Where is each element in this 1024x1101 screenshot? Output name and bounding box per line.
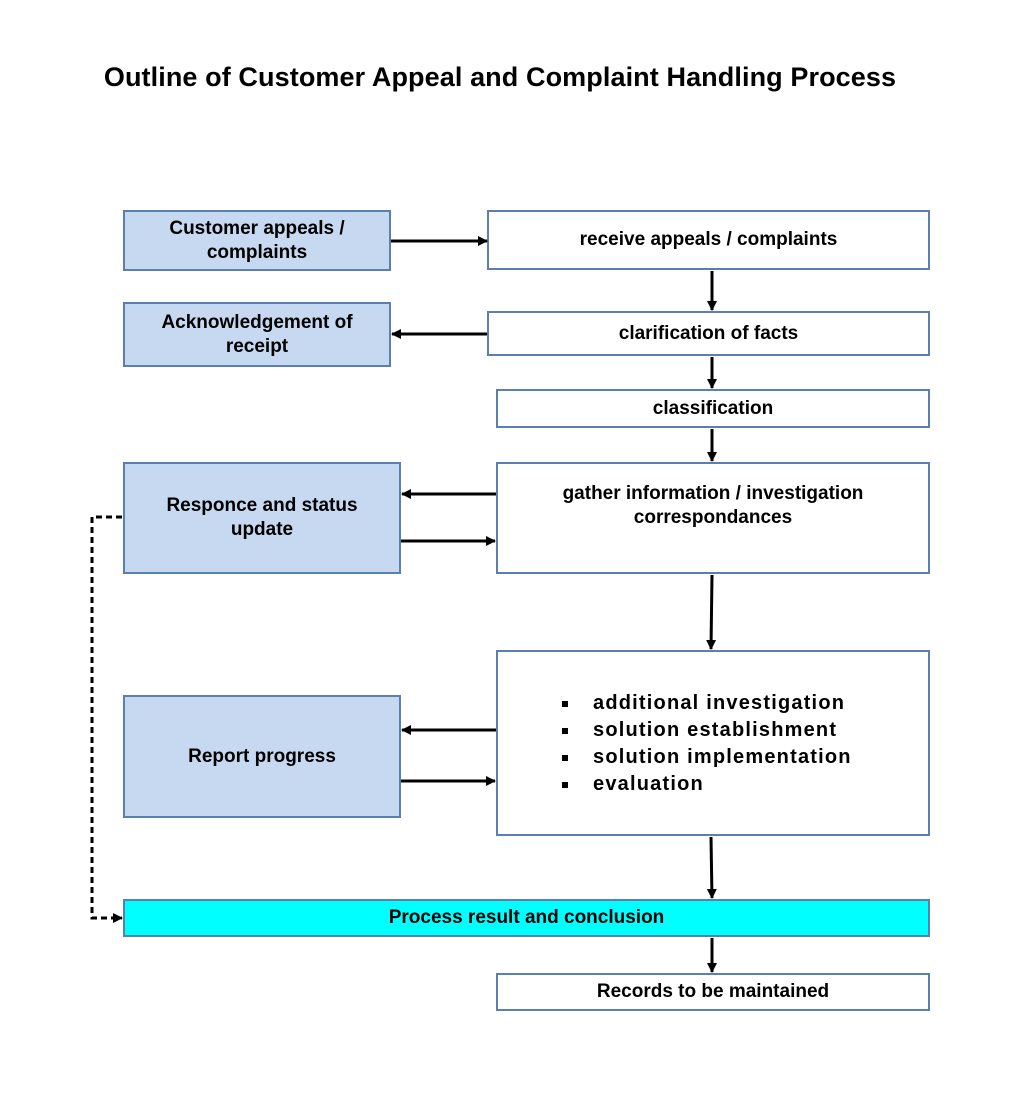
step-item: evaluation bbox=[562, 771, 852, 798]
clarification-label: clarification of facts bbox=[618, 322, 799, 344]
arrow-gather-to-steps bbox=[706, 574, 717, 650]
records-label: Records to be maintained bbox=[596, 981, 830, 1002]
process-result-label: Process result and conclusion bbox=[388, 907, 665, 928]
customer-appeals-line-2: complaints bbox=[206, 241, 308, 263]
response-status-box: Responce and status update bbox=[123, 462, 401, 574]
customer-appeals-box: Customer appeals / complaints bbox=[123, 210, 391, 271]
dashed-arrow-response-to-result bbox=[90, 515, 123, 923]
report-progress-label: Report progress bbox=[188, 745, 336, 767]
process-result-box: Process result and conclusion bbox=[123, 899, 930, 937]
gather-information-box: gather information / investigation corre… bbox=[496, 462, 930, 574]
arrow-steps-to-result bbox=[706, 836, 717, 899]
report-progress-box: Report progress bbox=[123, 695, 401, 818]
response-line-2: update bbox=[230, 519, 294, 540]
classification-label: classification bbox=[652, 397, 774, 419]
gather-line-1: gather information / investigation bbox=[562, 483, 864, 504]
receive-label: receive appeals / complaints bbox=[579, 229, 838, 250]
diagram-title: Outline of Customer Appeal and Complaint… bbox=[103, 62, 897, 92]
classification-box: classification bbox=[496, 389, 930, 428]
gather-line-2: correspondances bbox=[633, 507, 793, 528]
response-line-1: Responce and status bbox=[166, 495, 358, 516]
receive-box: receive appeals / complaints bbox=[487, 210, 930, 270]
investigation-steps-box: additional investigation solution establ… bbox=[496, 650, 930, 836]
acknowledgement-line-2: receipt bbox=[225, 335, 289, 357]
records-box: Records to be maintained bbox=[496, 973, 930, 1011]
investigation-steps-list: additional investigation solution establ… bbox=[562, 690, 852, 798]
acknowledgement-box: Acknowledgement of receipt bbox=[123, 302, 391, 367]
step-item: solution establishment bbox=[562, 717, 852, 744]
clarification-box: clarification of facts bbox=[487, 311, 930, 356]
acknowledgement-line-1: Acknowledgement of bbox=[161, 311, 353, 333]
customer-appeals-line-1: Customer appeals / bbox=[169, 217, 345, 239]
step-item: solution implementation bbox=[562, 744, 852, 771]
step-item: additional investigation bbox=[562, 690, 852, 717]
